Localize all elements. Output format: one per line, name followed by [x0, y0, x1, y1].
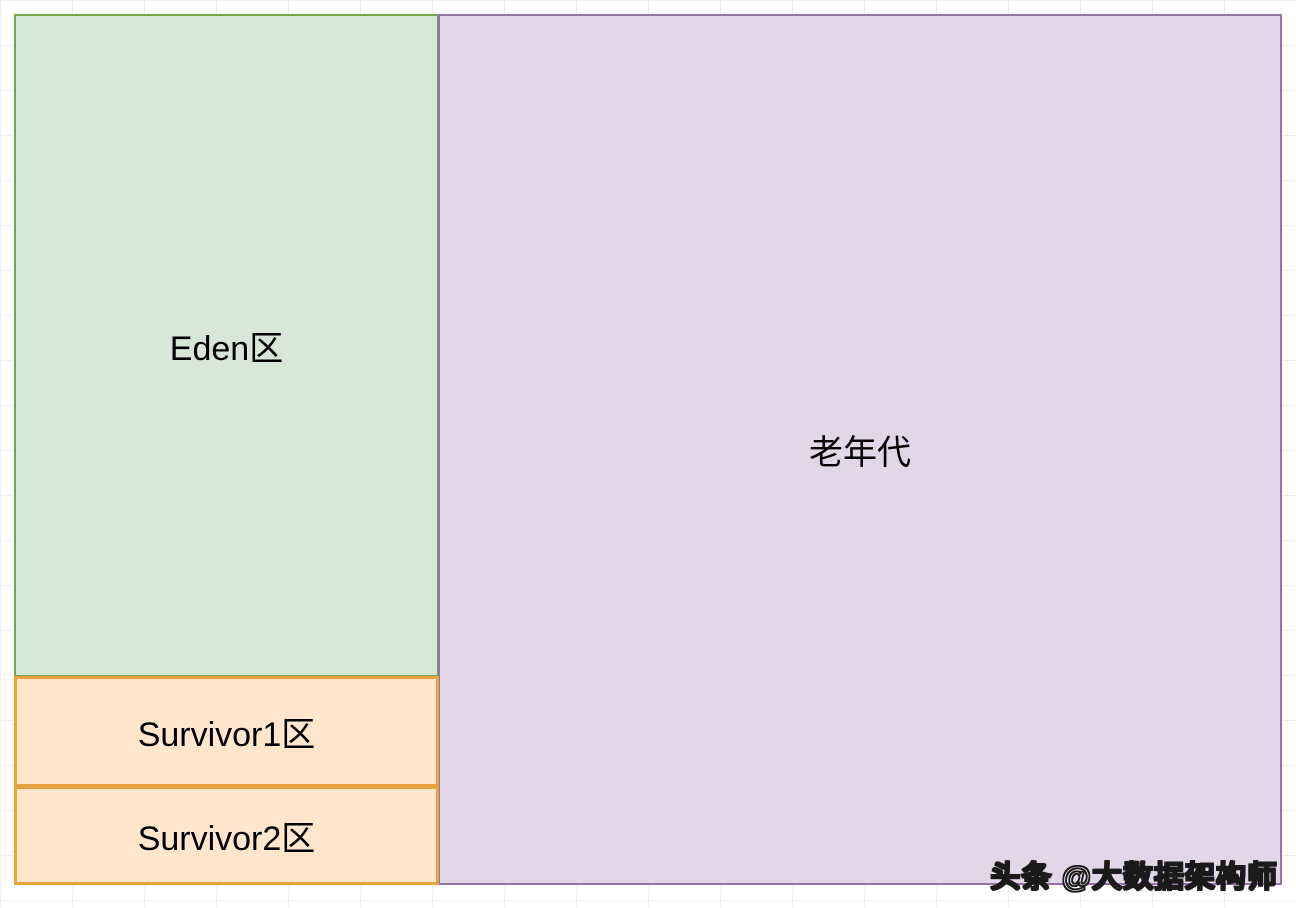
survivor2-region: Survivor2区: [14, 786, 439, 885]
watermark-text: 头条 @大数据架构师: [990, 860, 1278, 895]
survivor2-region-label: Survivor2区: [137, 820, 316, 858]
old-generation-region-label: 老年代: [809, 434, 911, 472]
eden-region-label: Eden区: [169, 330, 284, 368]
survivor1-region-label: Survivor1区: [137, 716, 316, 754]
survivor1-region: Survivor1区: [14, 676, 439, 787]
eden-region: Eden区: [14, 14, 439, 677]
old-generation-region: 老年代: [438, 14, 1282, 885]
